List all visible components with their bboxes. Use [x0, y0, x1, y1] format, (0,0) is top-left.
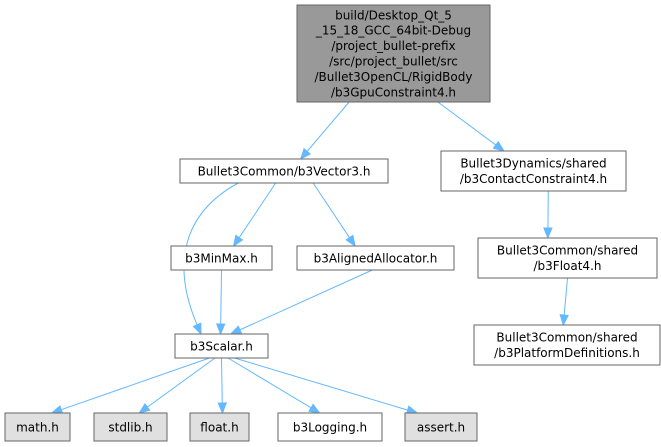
edge-vector3-to-minmax: [232, 182, 277, 248]
node-box: [170, 245, 273, 271]
node-platform[interactable]: Bullet3Common/shared/b3PlatformDefinitio…: [473, 324, 661, 366]
graph-edges: [50, 101, 569, 415]
node-label-line: /project_bullet-prefix: [331, 39, 455, 53]
node-box: [93, 412, 168, 442]
node-box: [404, 412, 478, 442]
edge-minmax-to-scalar: [215, 269, 226, 336]
node-label-line: Bullet3Common/shared: [497, 244, 638, 258]
node-box: [296, 245, 455, 271]
edge-line: [183, 182, 239, 326]
node-root[interactable]: build/Desktop_Qt_5 _15_18_GCC_64bit-Debug…: [296, 4, 491, 103]
node-assert: assert.h: [404, 412, 478, 442]
node-label-line: /b3Float4.h: [534, 259, 602, 273]
node-box: [277, 412, 383, 442]
node-label-line: /b3GpuConstraint4.h: [331, 85, 456, 99]
node-label-line: Bullet3Common/shared: [496, 331, 637, 345]
edge-line: [227, 357, 312, 409]
edge-arrowhead: [232, 234, 244, 248]
node-label-line: _15_18_GCC_64bit-Debug: [315, 24, 471, 38]
edge-aligned-to-scalar: [229, 269, 373, 335]
edge-line: [306, 101, 350, 152]
edge-vector3-to-scalar: [183, 182, 239, 336]
node-label-line: float.h: [200, 420, 238, 434]
edge-line: [221, 357, 223, 404]
edge-arrowhead: [543, 227, 553, 240]
edge-arrowhead: [50, 405, 64, 415]
node-box: [189, 412, 250, 442]
graph-nodes: build/Desktop_Qt_5 _15_18_GCC_64bit-Debug…: [4, 4, 661, 442]
edge-root-to-vector3: [299, 101, 350, 161]
node-minmax[interactable]: b3MinMax.h: [170, 245, 273, 271]
node-label-line: /src/project_bullet/src: [329, 55, 458, 69]
node-label-line: Bullet3Dynamics/shared: [460, 157, 606, 171]
node-float: float.h: [189, 412, 250, 442]
edge-scalar-to-logging: [227, 357, 321, 414]
node-stdlib: stdlib.h: [93, 412, 168, 442]
node-box: [296, 4, 491, 103]
node-box: [179, 158, 389, 184]
edge-arrowhead: [559, 314, 569, 327]
node-logging[interactable]: b3Logging.h: [277, 412, 383, 442]
edge-line: [437, 101, 497, 146]
edge-line: [238, 182, 277, 238]
node-float4[interactable]: Bullet3Common/shared/b3Float4.h: [477, 237, 658, 279]
node-box: [477, 237, 658, 279]
node-math: math.h: [4, 412, 71, 442]
edge-contact-to-float4: [543, 190, 553, 240]
edge-arrowhead: [492, 140, 505, 152]
node-label-line: build/Desktop_Qt_5: [335, 8, 452, 22]
edge-scalar-to-assert: [234, 357, 419, 415]
node-box: [440, 150, 627, 192]
edge-arrowhead: [215, 323, 226, 336]
node-label-line: stdlib.h: [108, 420, 152, 434]
node-box: [473, 324, 661, 366]
edge-arrowhead: [138, 402, 151, 414]
node-box: [4, 412, 71, 442]
edge-line: [220, 269, 222, 325]
node-label-line: b3Scalar.h: [190, 339, 253, 353]
node-box: [174, 333, 269, 359]
node-aligned[interactable]: b3AlignedAllocator.h: [296, 245, 455, 271]
edge-arrowhead: [345, 234, 356, 248]
node-label-line: b3AlignedAllocator.h: [314, 251, 438, 265]
node-contact[interactable]: Bullet3Dynamics/shared/b3ContactConstrai…: [440, 150, 627, 192]
edge-root-to-contact: [437, 101, 505, 152]
edge-scalar-to-float: [217, 357, 228, 415]
edge-line: [563, 277, 568, 316]
node-label-line: assert.h: [417, 420, 465, 434]
edge-arrowhead: [229, 325, 243, 335]
edge-arrowhead: [308, 403, 321, 414]
edge-vector3-to-aligned: [312, 182, 356, 248]
node-label-line: /Bullet3OpenCL/RigidBody: [315, 70, 473, 84]
edge-arrowhead: [299, 147, 312, 161]
node-label-line: math.h: [16, 420, 59, 434]
edge-line: [234, 357, 408, 411]
edge-line: [312, 182, 350, 238]
edge-line: [239, 269, 373, 331]
node-vector3[interactable]: Bullet3Common/b3Vector3.h: [179, 158, 389, 184]
node-scalar[interactable]: b3Scalar.h: [174, 333, 269, 359]
node-label-line: Bullet3Common/b3Vector3.h: [198, 164, 371, 178]
node-label-line: /b3ContactConstraint4.h: [460, 172, 607, 186]
node-label-line: /b3PlatformDefinitions.h: [494, 346, 640, 360]
edge-line: [147, 357, 216, 408]
node-label-line: b3MinMax.h: [185, 251, 258, 265]
edge-scalar-to-stdlib: [138, 357, 216, 414]
edge-arrowhead: [192, 322, 202, 336]
node-label-line: b3Logging.h: [293, 420, 367, 434]
edge-float4-to-platform: [559, 277, 569, 327]
edge-scalar-to-math: [50, 357, 210, 415]
edge-line: [61, 357, 210, 411]
edge-arrowhead: [217, 402, 228, 415]
